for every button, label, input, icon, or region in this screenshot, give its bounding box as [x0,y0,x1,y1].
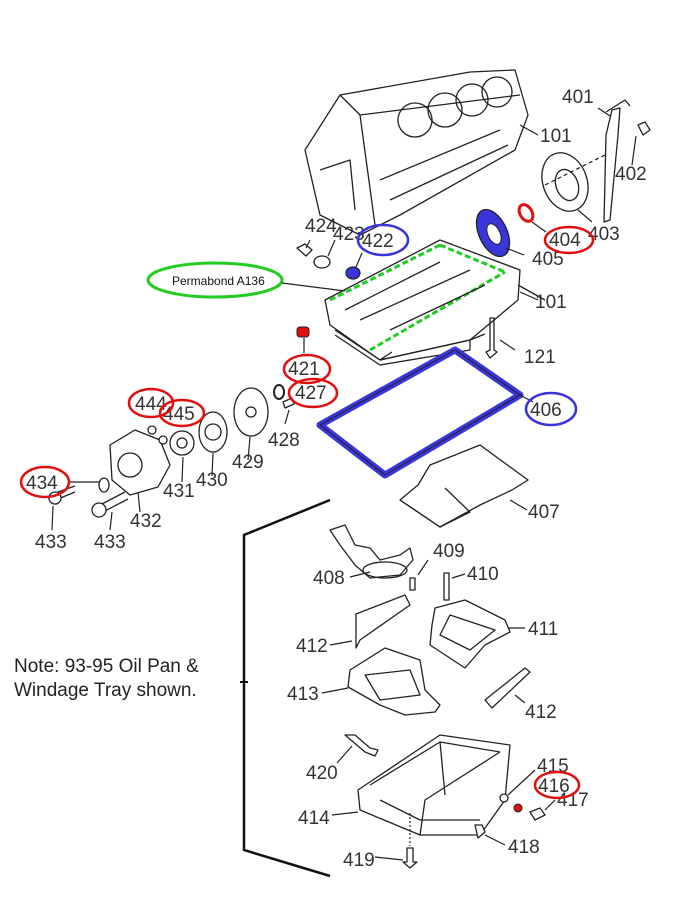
diagram-note: Note: 93-95 Oil Pan & Windage Tray shown… [14,655,199,703]
highlight-circle-422 [356,223,410,257]
engine-block [304,69,529,236]
highlight-circle-444 [127,387,175,419]
bolt-402 [637,121,651,136]
label-101-block: 101 [540,126,572,147]
label-417: 417 [557,790,589,811]
label-404: 404 [549,230,581,251]
plunger-445 [158,435,168,445]
sensor-418 [474,824,486,839]
highlight-circle-445 [158,398,206,428]
highlight-circle-421 [282,353,332,385]
windage-tray-413 [347,647,441,716]
cover-423 [313,255,331,269]
bolt-419 [402,847,418,869]
bracket-412-right [484,667,531,709]
highlight-circle-406 [524,391,578,427]
label-407: 407 [528,502,560,523]
label-424: 424 [305,216,337,237]
plug-422 [345,266,361,280]
permabond-callout-text: Permabond A136 [172,274,265,288]
label-121: 121 [524,347,556,368]
label-406: 406 [530,400,562,421]
highlight-circle-434 [19,465,71,499]
note-bracket [242,498,331,878]
gear-430 [198,411,228,453]
label-430: 430 [196,470,228,491]
label-416: 416 [538,776,570,797]
highlight-circle-416 [533,770,581,800]
label-101-crankcase: 101 [535,292,567,313]
label-431: 431 [163,481,195,502]
seal-434 [98,477,110,493]
highlight-circle-404 [543,225,595,255]
bolt-121 [485,317,498,359]
label-428: 428 [268,430,300,451]
label-412-left: 412 [296,636,328,657]
label-402: 402 [615,164,647,185]
oil-pickup-408 [329,524,414,579]
gear-431 [169,430,195,456]
label-405: 405 [532,249,564,270]
label-421: 421 [288,359,320,380]
oil-pump-housing-432 [109,429,171,496]
o-ring-404 [517,203,535,223]
label-422: 422 [362,231,394,252]
lower-crankcase [324,239,546,366]
label-418: 418 [508,837,540,858]
note-line-2: Windage Tray shown. [14,680,197,701]
highlight-circle-427 [287,377,339,409]
washer-415 [499,793,509,803]
seal-retainer [541,152,589,212]
label-432: 432 [130,511,162,532]
label-444: 444 [135,394,167,415]
label-408: 408 [313,568,345,589]
plug-421 [296,326,310,338]
label-401: 401 [562,87,594,108]
windage-tray-411 [429,599,511,669]
label-429: 429 [232,452,264,473]
bracket-412-left [355,594,411,649]
stud-409 [409,577,416,591]
gasket-416 [513,803,523,813]
label-410: 410 [467,564,499,585]
label-434: 434 [26,473,58,494]
label-409: 409 [433,541,465,562]
pin-428 [282,397,295,409]
label-403: 403 [588,224,620,245]
label-433-right: 433 [94,532,126,553]
note-line-1: Note: 93-95 Oil Pan & [14,656,199,677]
label-412-right: 412 [525,702,557,723]
label-420: 420 [306,763,338,784]
oil-pan-414 [357,734,511,836]
plug-424 [296,243,313,257]
label-433-left: 433 [35,532,67,553]
label-427: 427 [295,383,327,404]
label-413: 413 [287,684,319,705]
rear-seal-405 [475,208,511,258]
spring-444 [147,425,157,435]
drain-plug-417 [529,807,546,821]
label-414: 414 [298,808,330,829]
pump-cover-429 [233,387,269,437]
windage-plate-407 [399,444,529,528]
o-ring-427 [273,384,285,400]
bolt-433-right [91,491,129,518]
dipstick-tube [603,99,631,223]
label-419: 419 [343,850,375,871]
bolt-410 [443,572,450,601]
dipstick-420 [344,734,379,757]
permabond-callout-ellipse [146,261,284,299]
label-411: 411 [528,619,558,640]
